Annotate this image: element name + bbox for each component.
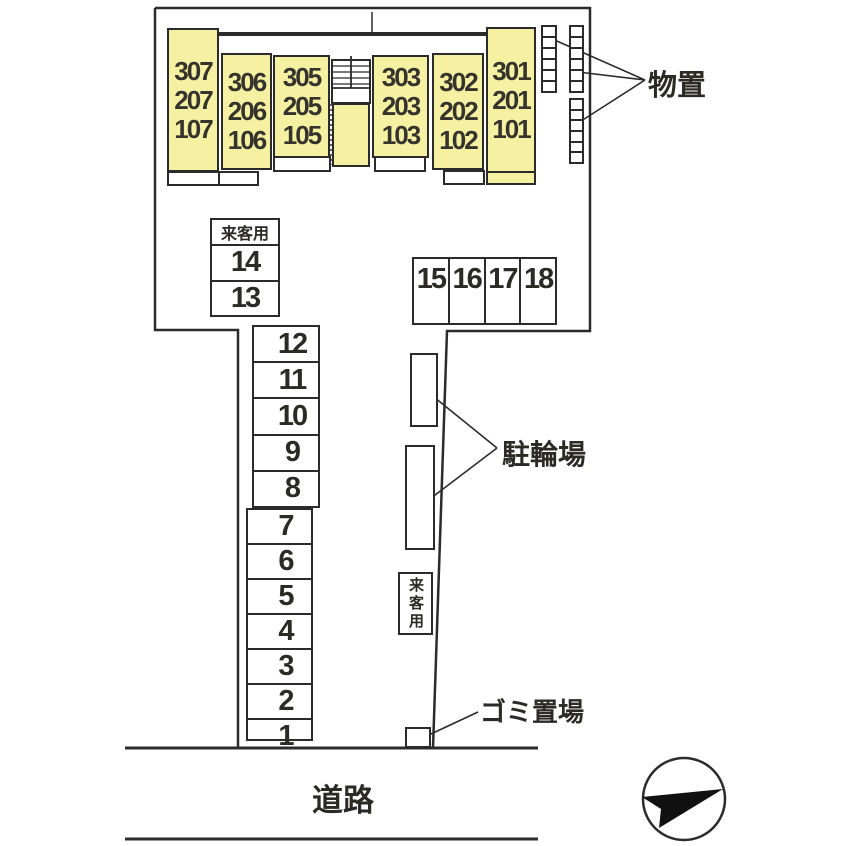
room-number: 305	[282, 62, 322, 92]
garbage-box	[405, 727, 431, 748]
storage-shed-stack	[569, 98, 584, 164]
balcony-305	[273, 156, 331, 172]
stairwell-icon	[331, 56, 371, 104]
parking-space-6: 6	[248, 545, 311, 580]
room-number: 306	[227, 67, 267, 97]
parking-column-upper: 12 11 10 9 8	[252, 325, 320, 508]
parking-column-lower: 7 6 5 4 3 2 1	[246, 508, 313, 752]
storage-shed-stack	[541, 25, 557, 93]
room-number: 203	[381, 91, 421, 121]
unit-center-block	[332, 103, 370, 167]
parking-space-16: 16	[450, 259, 486, 323]
storage-label: 物置	[648, 70, 707, 102]
balcony-302	[443, 170, 485, 185]
parking-space-12: 12	[254, 327, 318, 364]
visitor-parking-box: 来客用 14 13	[210, 218, 280, 317]
parking-space-7: 7	[248, 510, 311, 545]
room-number: 102	[439, 125, 478, 155]
road-label: 道路	[312, 783, 374, 818]
parking-space-1: 1	[278, 720, 294, 752]
unit-block-306: 306 206 106	[221, 53, 272, 170]
parking-space-2: 2	[248, 685, 311, 720]
room-number: 101	[492, 113, 531, 144]
room-number: 105	[282, 120, 322, 150]
room-number: 303	[381, 62, 421, 92]
unit-block-303: 303 203 103	[372, 55, 429, 158]
garbage-area-label: ゴミ置場	[480, 697, 585, 727]
storage-shed-stack	[569, 25, 584, 93]
room-number: 307	[174, 55, 213, 86]
room-number: 206	[227, 96, 267, 126]
room-number: 301	[492, 55, 531, 86]
parking-space-5: 5	[248, 580, 311, 615]
bicycle-rack	[410, 353, 438, 427]
balcony-301	[486, 171, 536, 185]
balcony-306	[218, 171, 259, 186]
room-number: 202	[439, 96, 478, 126]
parking-space-8: 8	[284, 472, 301, 505]
parking-row-15-18: 15 16 17 18	[412, 257, 557, 325]
parking-space-17: 17	[486, 259, 522, 323]
unit-block-307: 307 207 107	[167, 28, 219, 172]
site-boundary-west	[153, 8, 240, 748]
balcony-303	[374, 156, 426, 172]
unit-block-305: 305 205 105	[273, 55, 330, 158]
parking-space-13: 13	[230, 281, 261, 314]
site-boundary-east	[155, 6, 592, 749]
visitor-space-marker: 来客用	[398, 572, 433, 635]
parking-space-14: 14	[212, 246, 278, 282]
room-number: 103	[381, 120, 421, 150]
room-number: 205	[282, 91, 322, 121]
visitor-parking-header: 来客用	[212, 220, 278, 246]
parking-space-9: 9	[254, 436, 318, 472]
room-number: 302	[439, 67, 478, 97]
storage-pointer-lines	[549, 37, 646, 124]
parking-space-4: 4	[248, 615, 311, 650]
parking-space-11: 11	[254, 363, 318, 400]
balcony-307	[167, 171, 220, 186]
bicycle-parking-label: 駐輪場	[502, 439, 587, 470]
room-number: 107	[174, 113, 213, 144]
room-number: 201	[492, 84, 531, 115]
room-number: 207	[174, 84, 213, 115]
parking-space-3: 3	[248, 650, 311, 685]
north-arrow-icon	[641, 756, 727, 842]
parking-space-18: 18	[523, 263, 554, 295]
unit-block-301: 301 201 101	[486, 27, 536, 173]
parking-space-15: 15	[414, 259, 450, 323]
parking-space-10: 10	[254, 399, 318, 436]
room-number: 106	[227, 125, 267, 155]
bicycle-rack	[405, 445, 435, 550]
unit-block-302: 302 202 102	[432, 53, 484, 170]
